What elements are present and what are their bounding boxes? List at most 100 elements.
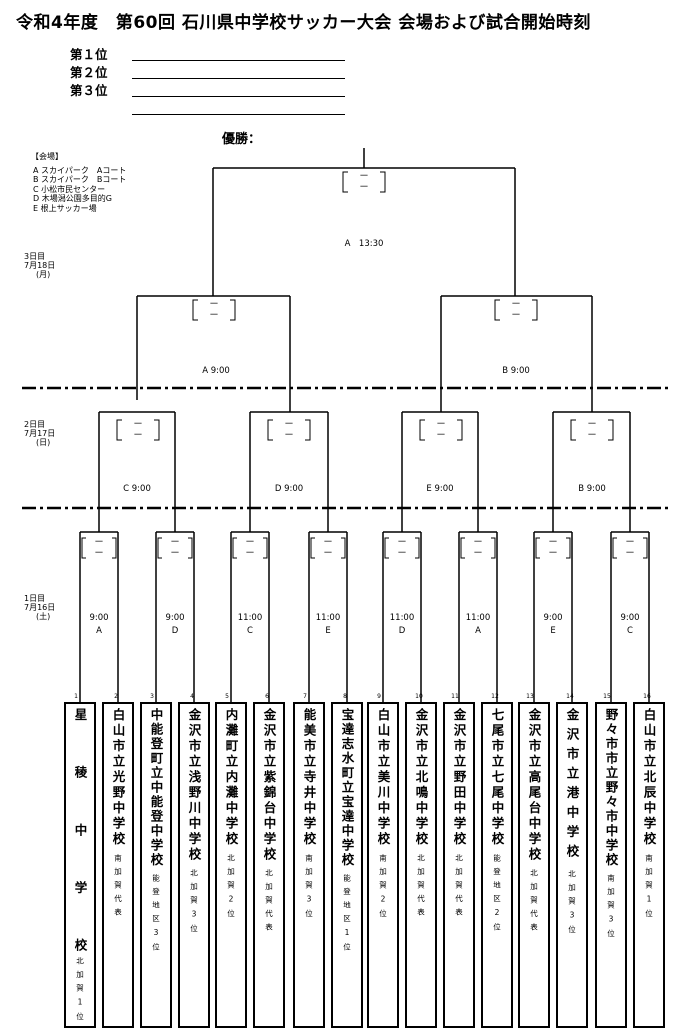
second-place-label: 第２位 — [70, 65, 108, 80]
day3-weekday: (月) — [36, 270, 51, 279]
seed-number: 8 — [343, 693, 347, 700]
team-box-1: 星稜中学校 北加賀1位 — [64, 702, 96, 1028]
team-name: 白山市立美川中学校 — [375, 708, 391, 848]
team-name: 金沢市立浅野川中学校 — [186, 708, 202, 863]
day2-name: 2日目 — [24, 420, 46, 429]
seed-number: 15 — [603, 693, 611, 700]
team-region: 能登地区3位 — [151, 873, 161, 957]
team-box-12: 七尾市立七尾中学校 能登地区2位 — [481, 702, 513, 1028]
team-region: 北加賀代表 — [264, 869, 274, 937]
r1-m6-score-slot: －－ — [473, 537, 483, 559]
team-name: 能美市立寺井中学校 — [301, 708, 317, 848]
seed-number: 13 — [526, 693, 534, 700]
page-title: 令和4年度 第60回 石川県中学校サッカー大会 会場および試合開始時刻 — [16, 13, 591, 33]
day1-name: 1日目 — [24, 594, 46, 603]
team-name: 内灘町立内灘中学校 — [223, 708, 239, 848]
team-name: 金沢市立高尾台中学校 — [526, 708, 542, 863]
qf4-score-slot: －－ — [587, 419, 597, 441]
team-region: 南加賀代表 — [113, 853, 123, 922]
team-box-3: 中能登町立中能登中学校 能登地区3位 — [140, 702, 172, 1028]
seed-number: 7 — [303, 693, 307, 700]
seed-number: 4 — [190, 693, 194, 700]
team-box-10: 金沢市立北鳴中学校 北加賀代表 — [405, 702, 437, 1028]
team-name: 白山市立北辰中学校 — [641, 708, 657, 848]
day1-weekday: (土) — [36, 612, 51, 621]
team-region: 南加賀1位 — [644, 853, 654, 923]
r1-m1-score-slot: －－ — [94, 537, 104, 559]
seed-number: 5 — [225, 693, 229, 700]
day1-date: 7月16日 — [24, 603, 56, 612]
final-score-slot: －－ — [359, 171, 369, 193]
team-name: 白山市立光野中学校 — [110, 708, 126, 848]
qf2-score-slot: －－ — [284, 419, 294, 441]
team-box-8: 宝達志水町立宝達中学校 能登地区1位 — [331, 702, 363, 1028]
team-region: 北加賀1位 — [75, 957, 85, 1026]
team-box-4: 金沢市立浅野川中学校 北加賀3位 — [178, 702, 210, 1028]
team-region: 北加賀3位 — [189, 869, 199, 938]
semi2-score-slot: －－ — [511, 299, 521, 321]
team-box-14: 金沢市立港中学校 北加賀3位 — [556, 702, 588, 1028]
team-name: 中能登町立中能登中学校 — [148, 708, 164, 868]
seed-number: 14 — [566, 693, 574, 700]
team-region: 北加賀3位 — [567, 870, 577, 939]
qf3-time: E 9:00 — [426, 484, 454, 494]
champion-label: 優勝： — [222, 132, 262, 147]
semi1-time: A 9:00 — [202, 366, 230, 376]
team-name: 宝達志水町立宝達中学校 — [339, 708, 355, 868]
team-name: 星稜中学校 — [72, 708, 88, 951]
team-region: 能登地区1位 — [342, 873, 352, 957]
day3-date: 7月18日 — [24, 261, 56, 270]
team-box-16: 白山市立北辰中学校 南加賀1位 — [633, 702, 665, 1028]
team-region: 能登地区2位 — [492, 853, 502, 937]
team-box-13: 金沢市立高尾台中学校 北加賀代表 — [518, 702, 550, 1028]
day2-label: 2日目 7月17日 (日) — [24, 420, 55, 447]
venue-item-e: E 根上サッカー場 — [33, 203, 97, 213]
first-place-label: 第１位 — [70, 47, 108, 62]
third-place-line-1 — [132, 96, 345, 97]
venue-item-d: D 木場潟公園多目的G — [33, 194, 112, 204]
team-region: 南加賀3位 — [304, 853, 314, 923]
team-name: 金沢市立野田中学校 — [451, 708, 467, 848]
day3-name: 3日目 — [24, 252, 46, 261]
seed-number: 3 — [150, 693, 154, 700]
team-box-2: 白山市立光野中学校 南加賀代表 — [102, 702, 134, 1028]
seed-number: 12 — [491, 693, 499, 700]
r1-m5-score-slot: －－ — [397, 537, 407, 559]
team-name: 金沢市立北鳴中学校 — [413, 708, 429, 848]
semi2-time: B 9:00 — [502, 366, 530, 376]
venue-heading: 【会場】 — [31, 152, 63, 161]
third-place-line-2 — [132, 114, 345, 115]
team-name: 野々市市立野々市中学校 — [603, 708, 619, 868]
team-region: 北加賀代表 — [454, 853, 464, 922]
qf4-time: B 9:00 — [578, 484, 606, 494]
first-place-line — [132, 60, 345, 61]
team-box-11: 金沢市立野田中学校 北加賀代表 — [443, 702, 475, 1028]
seed-number: 6 — [265, 693, 269, 700]
final-time: A 13:30 — [344, 239, 384, 249]
seed-number: 9 — [377, 693, 381, 700]
seed-number: 1 — [74, 693, 78, 700]
third-place-label: 第３位 — [70, 83, 108, 98]
team-name: 金沢市立紫錦台中学校 — [261, 708, 277, 863]
venue-item-b: B スカイパーク Bコート — [33, 175, 127, 185]
seed-number: 2 — [114, 693, 118, 700]
team-region: 南加賀3位 — [606, 873, 616, 943]
r1-m3-score-slot: －－ — [245, 537, 255, 559]
team-name: 金沢市立港中学校 — [564, 708, 580, 864]
qf3-score-slot: －－ — [436, 419, 446, 441]
r1-m8-score-slot: －－ — [625, 537, 635, 559]
team-name: 七尾市立七尾中学校 — [489, 708, 505, 848]
team-box-15: 野々市市立野々市中学校 南加賀3位 — [595, 702, 627, 1028]
qf2-time: D 9:00 — [274, 484, 304, 494]
semi1-score-slot: －－ — [209, 299, 219, 321]
venue-item-c: C 小松市民センター — [33, 184, 106, 194]
team-region: 南加賀2位 — [378, 853, 388, 923]
day2-date: 7月17日 — [24, 429, 56, 438]
team-region: 北加賀代表 — [529, 869, 539, 937]
